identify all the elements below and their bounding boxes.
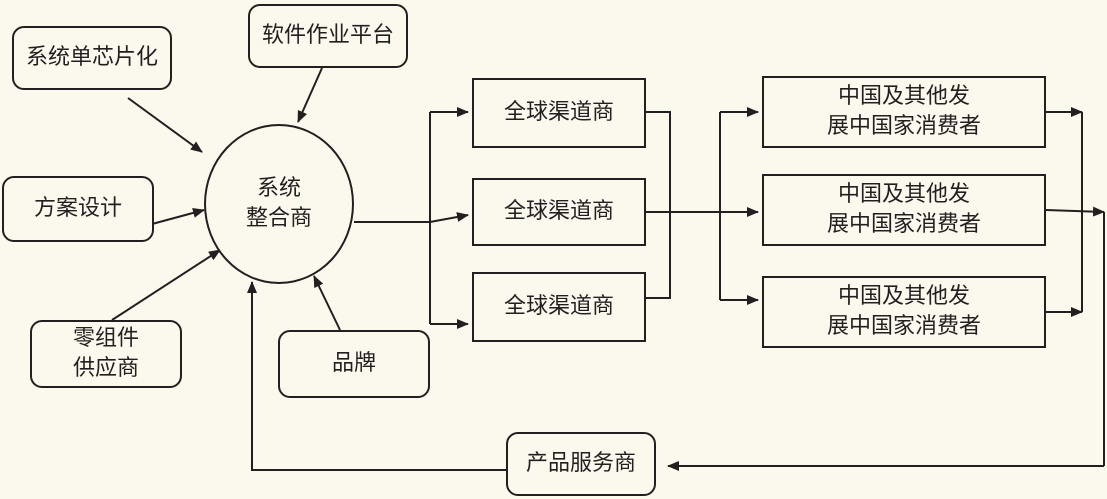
service-provider-node: 产品服务商 bbox=[506, 432, 656, 496]
channel-node-2: 全球渠道商 bbox=[472, 178, 646, 246]
connector-channels-merge bbox=[646, 111, 720, 299]
arrow-consumer-2-out bbox=[1045, 206, 1105, 217]
system-integrator-label: 系统 整合商 bbox=[245, 176, 312, 231]
software-node: 软件作业平台 bbox=[248, 4, 408, 68]
soc-node: 系统单芯片化 bbox=[12, 26, 172, 90]
channel-node-3: 全球渠道商 bbox=[472, 272, 646, 342]
arrow-to-channel-2 bbox=[429, 212, 469, 223]
channel-label-1: 全球渠道商 bbox=[503, 100, 614, 125]
arrow-software-to-center bbox=[297, 67, 323, 123]
consumer-label-1: 中国及其他发 展中国家消费者 bbox=[826, 84, 981, 139]
service-provider-label: 产品服务商 bbox=[525, 451, 636, 476]
channel-label-3: 全球渠道商 bbox=[503, 294, 614, 319]
arrow-service-to-center bbox=[247, 281, 506, 471]
solution-label: 方案设计 bbox=[33, 196, 122, 221]
brand-node: 品牌 bbox=[278, 330, 430, 398]
consumer-label-3: 中国及其他发 展中国家消费者 bbox=[826, 284, 981, 339]
channel-node-1: 全球渠道商 bbox=[472, 78, 646, 148]
soc-label: 系统单芯片化 bbox=[25, 45, 158, 70]
consumer-label-2: 中国及其他发 展中国家消费者 bbox=[826, 182, 981, 237]
arrow-parts-to-center bbox=[111, 249, 221, 321]
consumer-node-3: 中国及其他发 展中国家消费者 bbox=[762, 276, 1046, 348]
consumer-node-2: 中国及其他发 展中国家消费者 bbox=[762, 174, 1046, 246]
channel-label-2: 全球渠道商 bbox=[503, 199, 614, 224]
software-label: 软件作业平台 bbox=[261, 23, 394, 48]
arrow-solution-to-center bbox=[151, 208, 205, 225]
connector-center-to-channels bbox=[354, 112, 431, 324]
arrow-soc-to-center bbox=[127, 97, 203, 153]
consumer-node-1: 中国及其他发 展中国家消费者 bbox=[762, 76, 1046, 148]
parts-node: 零组件 供应商 bbox=[30, 320, 182, 388]
arrow-brand-to-center bbox=[313, 275, 341, 331]
solution-node: 方案设计 bbox=[2, 176, 154, 242]
parts-label: 零组件 供应商 bbox=[72, 326, 139, 381]
brand-label: 品牌 bbox=[331, 351, 376, 376]
system-integrator-node: 系统 整合商 bbox=[204, 124, 354, 284]
